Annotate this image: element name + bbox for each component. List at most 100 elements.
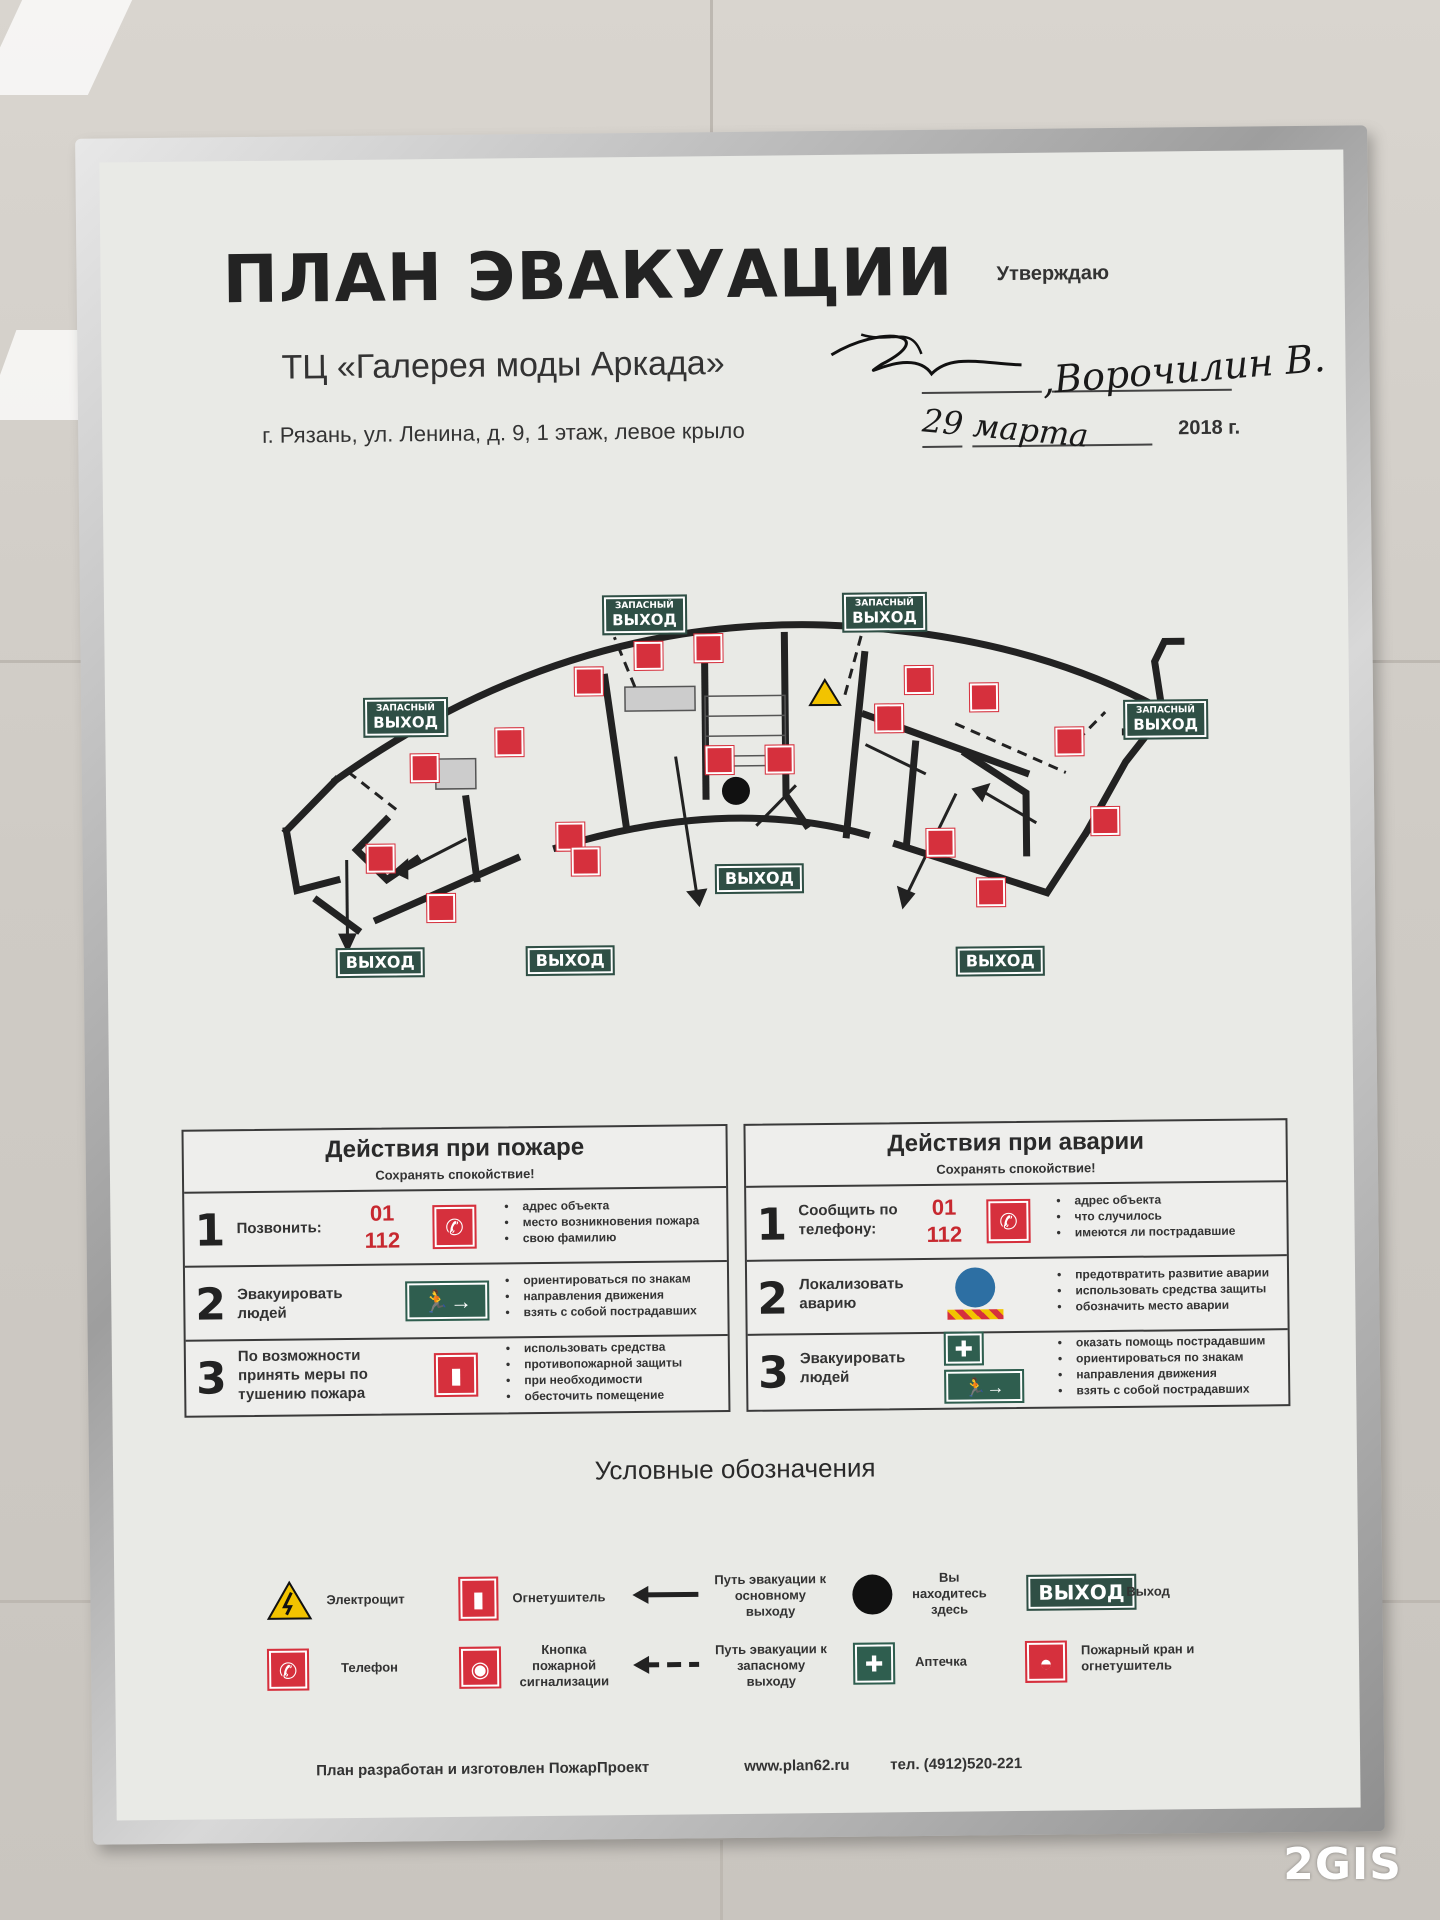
step-bullets: предотвратить развитие аварии использова… — [1057, 1264, 1269, 1314]
wall-glare — [0, 0, 133, 95]
alarm-button-marker — [570, 846, 601, 877]
legend-electric-panel: Электрощит — [99, 150, 1343, 1620]
legend-label: Аптечка — [915, 1653, 967, 1670]
alarm-button-icon: ◉ — [458, 1646, 502, 1689]
hydrant-icon: ◓ — [1024, 1640, 1068, 1683]
bullet: взять с собой пострадавших — [1058, 1380, 1266, 1398]
first-aid-icon: ✚ — [852, 1642, 896, 1685]
hydrant-marker — [1054, 726, 1085, 757]
fire-actions-subtitle: Сохранять спокойствие! — [375, 1166, 535, 1183]
step-label: Сообщить по телефону: — [798, 1201, 898, 1239]
hydrant-marker — [968, 682, 1000, 713]
bullet: ориентироваться по знакам — [1058, 1348, 1266, 1366]
dashed-arrow-icon — [633, 1655, 700, 1674]
hydrant-marker — [409, 753, 440, 784]
accident-action-row: 3 Эвакуировать людей ✚ 🏃→ оказать помощь… — [748, 1330, 1289, 1410]
step-label: Эвакуировать людей — [237, 1285, 343, 1323]
floor-plan-walls — [281, 621, 1188, 954]
legend-label: Кнопка пожарной сигнализации — [519, 1641, 610, 1690]
protective-equipment-icon — [947, 1267, 1004, 1324]
fire-action-row: 3 По возможности принять меры по тушению… — [186, 1336, 729, 1416]
exit-sign: ВЫХОД — [714, 863, 804, 895]
reserve-exit-top: ЗАПАСНЫЙ — [854, 598, 914, 609]
reserve-exit-bottom: ВЫХОД — [1133, 715, 1199, 734]
legend-label: Пожарный кран и огнетушитель — [1080, 1641, 1195, 1674]
step-label: Эвакуировать людей — [799, 1349, 906, 1387]
signature-scribble — [830, 333, 1022, 377]
legend-hydrant: ◓ Пожарный кран и огнетушитель — [99, 150, 1343, 1683]
step-label: Локализовать аварию — [799, 1275, 904, 1313]
alarm-button-marker — [633, 640, 664, 671]
poster-frame: ПЛАН ЭВАКУАЦИИ ТЦ «Галерея моды Аркада» … — [75, 125, 1385, 1845]
fire-action-row: 1 Позвонить: 01 112 ✆ адрес объекта мест… — [184, 1188, 727, 1268]
extinguisher-marker — [573, 666, 604, 697]
plan-title: ПЛАН ЭВАКУАЦИИ — [222, 233, 954, 319]
legend-phone: ✆ Телефон — [99, 150, 1343, 1691]
extinguisher-marker — [764, 744, 795, 775]
legend-label: Путь эвакуации к основному выходу — [714, 1571, 827, 1619]
footer-site: www.plan62.ru — [744, 1756, 850, 1775]
reserve-exit-bottom: ВЫХОД — [612, 610, 677, 630]
approval-year: 2018 г. — [1178, 416, 1241, 440]
bullet: ориентироваться по знакам — [505, 1270, 696, 1288]
reserve-exit-bottom: ВЫХОД — [852, 608, 917, 627]
legend-alarm-button: ◉ Кнопка пожарной сигнализации — [99, 150, 1343, 1689]
fire-actions-title: Действия при пожаре — [325, 1133, 585, 1164]
step-bullets: адрес объекта что случилось имеются ли п… — [1056, 1191, 1235, 1241]
bullet: что случилось — [1056, 1207, 1235, 1225]
building-address: г. Рязань, ул. Ленина, д. 9, 1 этаж, лев… — [262, 417, 745, 448]
extinguisher-marker — [925, 827, 956, 858]
phone-marker — [903, 664, 934, 696]
fire-actions-panel: Действия при пожаре Сохранять спокойстви… — [181, 1124, 731, 1418]
signature-name: ,Ворочилин В. — [1040, 335, 1327, 403]
phone-number: 01 — [931, 1194, 957, 1220]
step-number: 3 — [195, 1353, 227, 1405]
legend-label: Телефон — [341, 1659, 399, 1676]
extinguisher-icon: ▮ — [433, 1352, 479, 1398]
exit-running-man-icon: 🏃→ — [405, 1280, 490, 1322]
legend-label: Путь эвакуации к запасному выходу — [714, 1641, 827, 1689]
wall-tile-seam — [710, 0, 713, 135]
step-number: 2 — [757, 1273, 789, 1325]
step-bullets: адрес объекта место возникновения пожара… — [504, 1196, 699, 1246]
legend-first-aid: ✚ Аптечка — [99, 150, 1343, 1685]
legend-reserve-route: Путь эвакуации к запасному выходу — [99, 150, 1343, 1689]
exit-sign-icon: ВЫХОД — [1026, 1573, 1137, 1611]
legend-exit: ВЫХОД Выход — [99, 150, 1343, 1611]
extinguisher-marker — [704, 744, 735, 776]
extinguisher-marker — [365, 843, 396, 874]
legend-label: Вы находитесь здесь — [911, 1569, 987, 1617]
phone-number: 112 — [364, 1227, 401, 1253]
legend-main-route: Путь эвакуации к основному выходу — [99, 150, 1343, 1619]
phone-icon: ✆ — [266, 1648, 310, 1691]
exit-running-man-icon: 🏃→ — [944, 1368, 1025, 1404]
bullet: использовать средства защиты — [1057, 1280, 1269, 1298]
footer-phone: тел. (4912)520-221 — [890, 1754, 1023, 1774]
evacuation-plan-sheet: ПЛАН ЭВАКУАЦИИ ТЦ «Галерея моды Аркада» … — [99, 149, 1361, 1821]
legend-title: Условные обозначения — [594, 1452, 876, 1486]
solid-arrow-icon — [632, 1585, 699, 1604]
extinguisher-icon: ▮ — [458, 1576, 499, 1621]
step-bullets: оказать помощь пострадавшим ориентироват… — [1058, 1332, 1266, 1398]
phone-number: 112 — [926, 1221, 963, 1247]
accident-actions-panel: Действия при аварии Сохранять спокойстви… — [743, 1118, 1291, 1412]
extinguisher-marker — [975, 877, 1007, 908]
emergency-numbers: 01 112 — [926, 1194, 962, 1248]
legend-label: Выход — [1126, 1583, 1170, 1599]
reserve-exit-top: ЗАПАСНЫЙ — [375, 703, 435, 714]
extinguisher-marker — [1090, 805, 1121, 837]
bullet: взять с собой пострадавших — [505, 1302, 697, 1320]
accident-actions-subtitle: Сохранять спокойствие! — [936, 1160, 1096, 1177]
bullet: при необходимости — [506, 1371, 682, 1389]
step-bullets: использовать средства противопожарной за… — [506, 1339, 683, 1405]
bullet: обозначить место аварии — [1057, 1296, 1269, 1314]
alarm-button-marker — [426, 892, 457, 924]
building-name: ТЦ «Галерея моды Аркада» — [281, 344, 725, 387]
bullet: использовать средства — [506, 1339, 682, 1357]
emergency-numbers: 01 112 — [364, 1199, 401, 1253]
step-label: По возможности принять меры по тушению п… — [237, 1346, 368, 1404]
accident-action-row: 1 Сообщить по телефону: 01 112 ✆ адрес о… — [746, 1182, 1287, 1262]
exit-sign: ВЫХОД — [525, 945, 615, 977]
